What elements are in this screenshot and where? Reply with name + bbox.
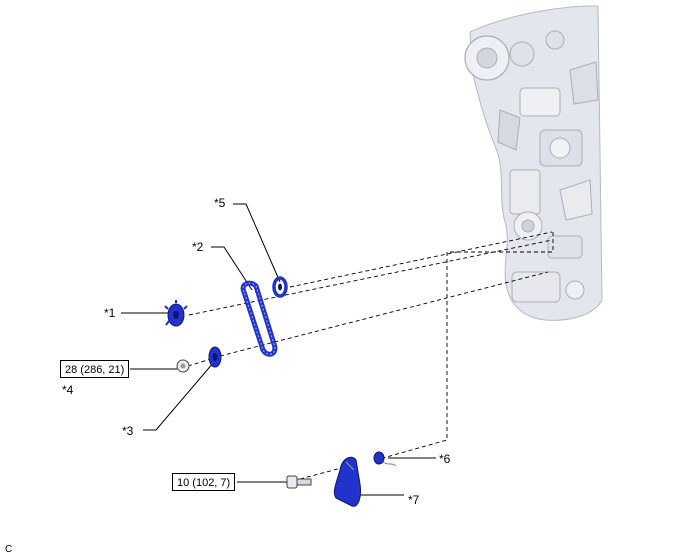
torque-spec-bolt: 10 (102, 7) bbox=[172, 473, 236, 491]
engine-block-illustration bbox=[464, 5, 603, 321]
callout-3: *3 bbox=[122, 424, 134, 438]
sprocket-icon bbox=[164, 300, 188, 327]
leader-lines bbox=[121, 203, 436, 496]
oil-pump-sprocket-icon bbox=[208, 346, 222, 368]
nut-icon bbox=[176, 359, 190, 373]
callout-7: *7 bbox=[408, 493, 420, 507]
gear-ring-icon bbox=[272, 276, 288, 298]
callout-2: *2 bbox=[192, 240, 204, 254]
callout-6: *6 bbox=[439, 452, 451, 466]
torque-spec-nut: 28 (286, 21) bbox=[60, 360, 130, 378]
illustration-code: C bbox=[5, 544, 13, 555]
timing-chain-icon bbox=[240, 280, 278, 357]
callout-1: *1 bbox=[104, 306, 116, 320]
coil-spring-icon bbox=[373, 451, 397, 467]
chain-tensioner-arm-icon bbox=[333, 456, 361, 507]
callout-4: *4 bbox=[62, 383, 74, 397]
bolt-icon bbox=[286, 475, 312, 489]
alignment-dashed-lines bbox=[187, 231, 554, 480]
callout-5: *5 bbox=[214, 196, 226, 210]
